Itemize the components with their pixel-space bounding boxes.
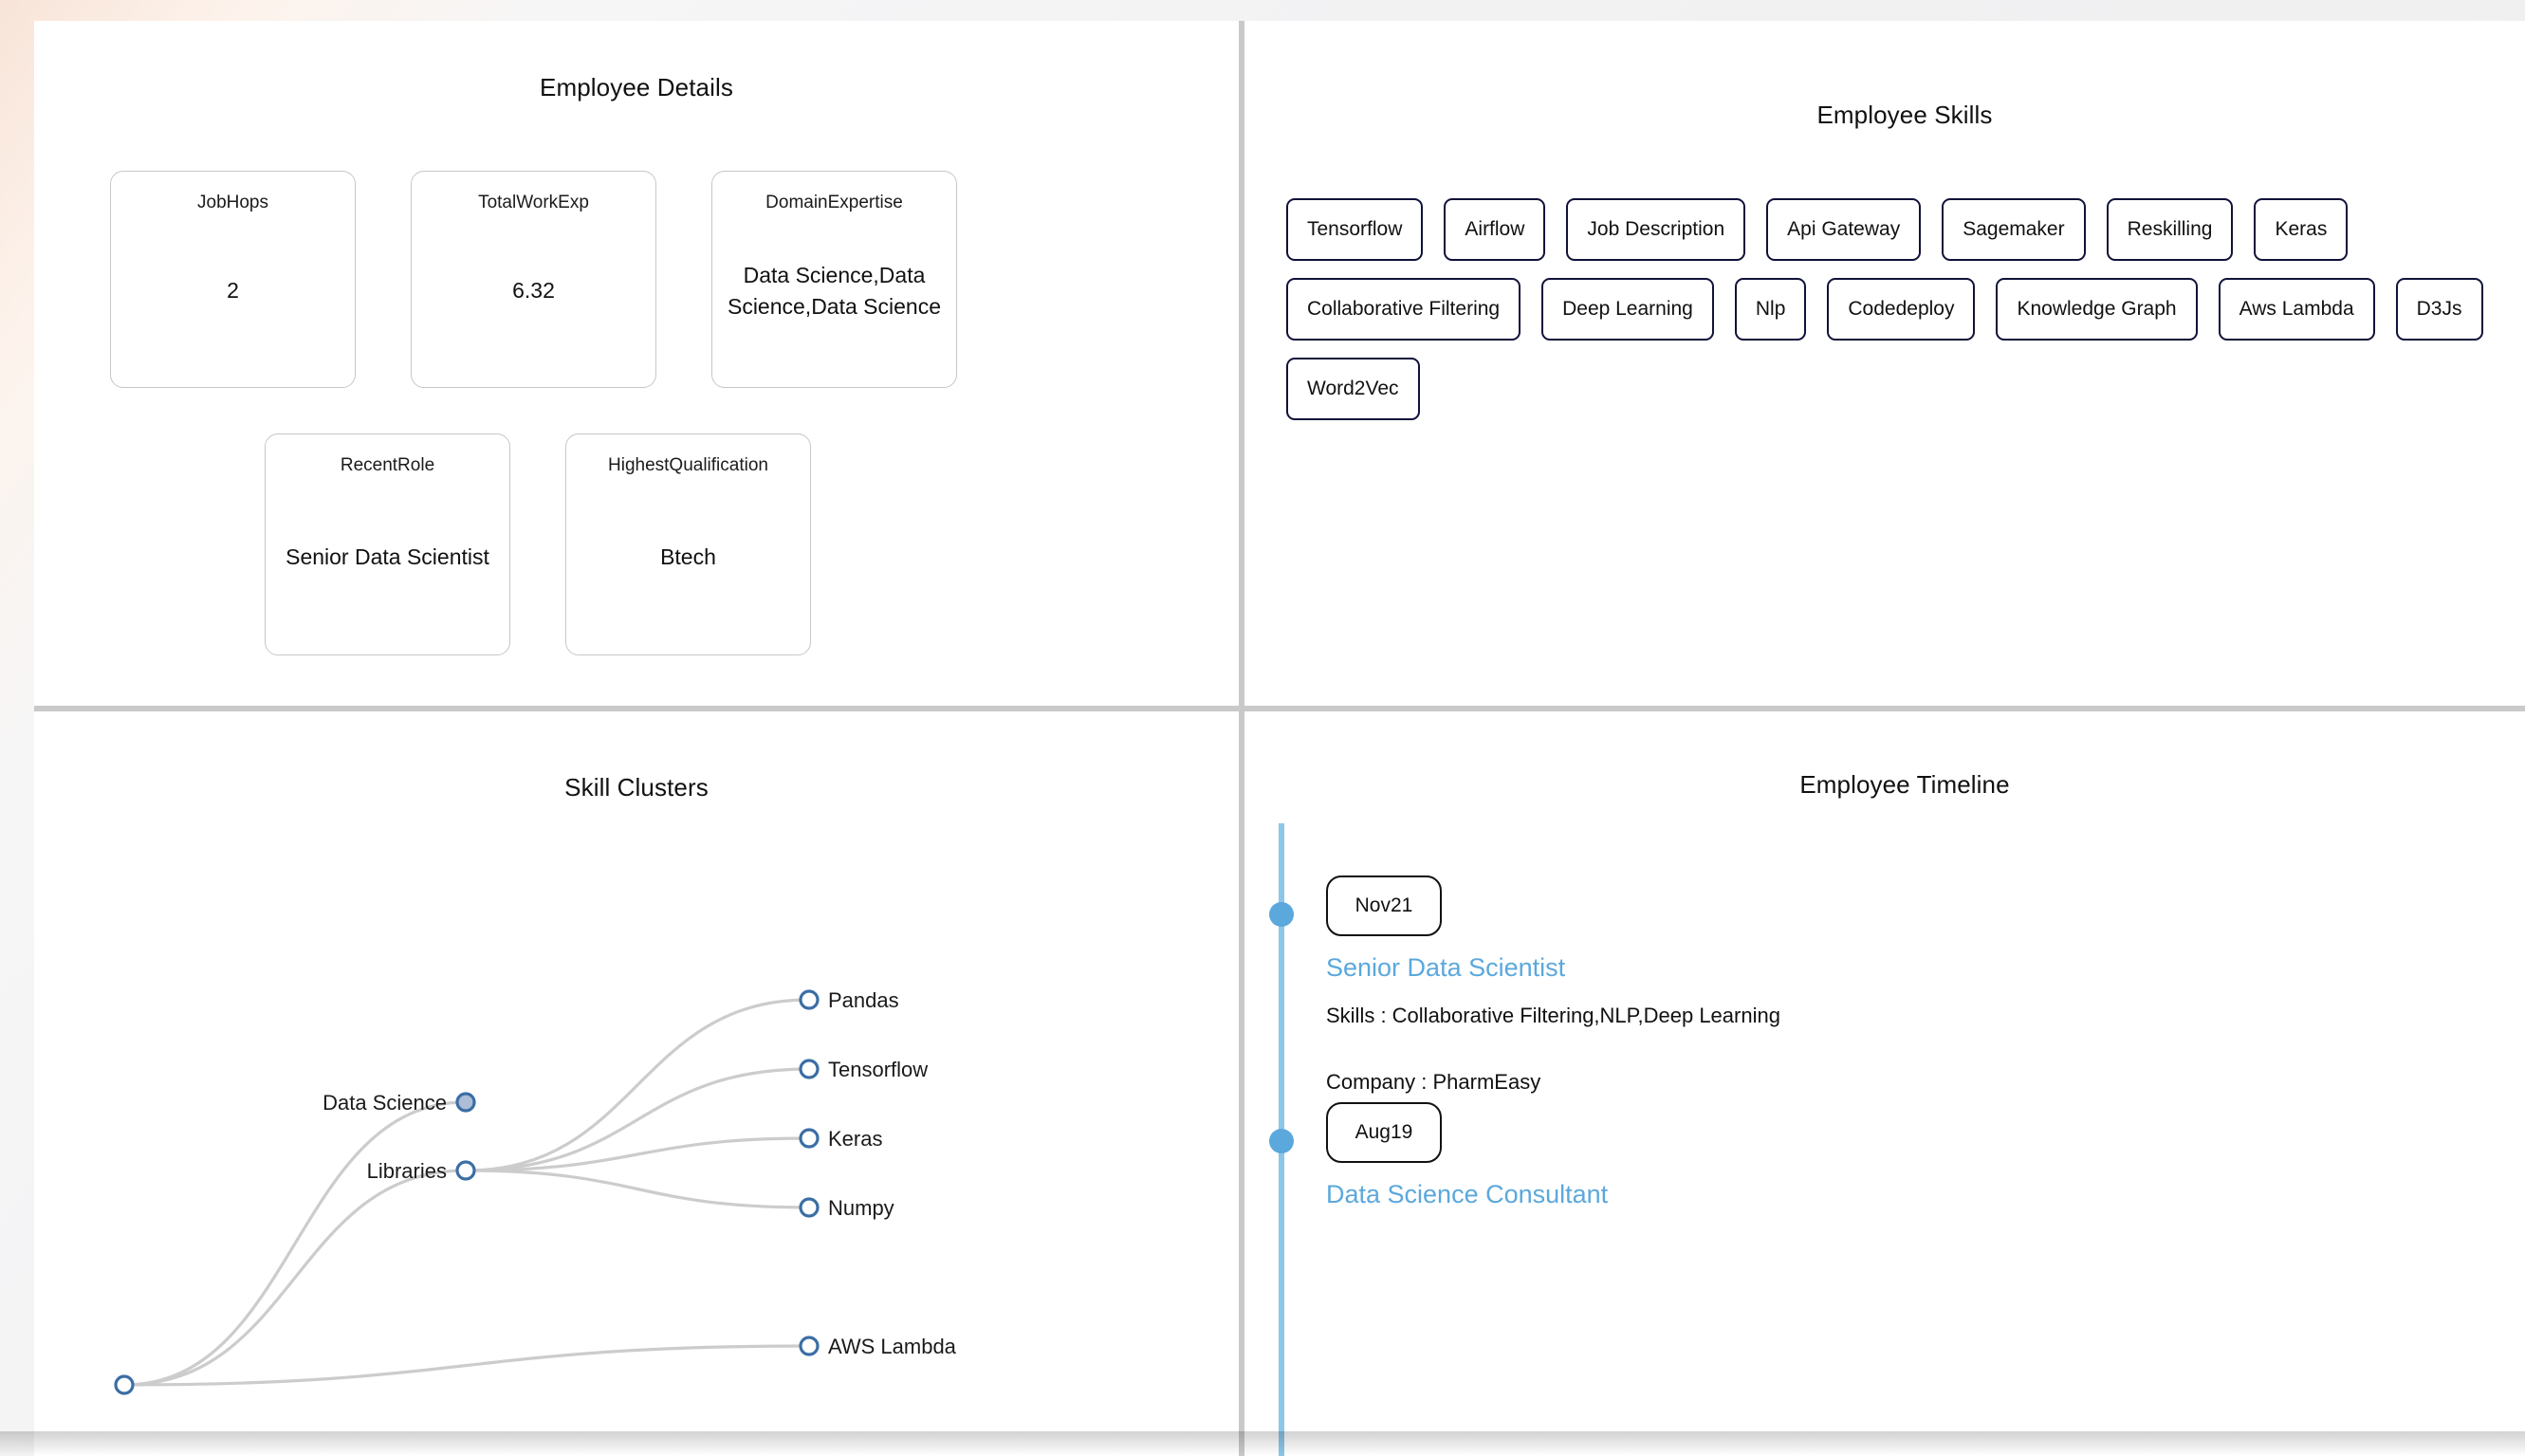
cluster-link <box>123 1344 810 1387</box>
skill-chip[interactable]: Knowledge Graph <box>1996 278 2198 341</box>
skill-chip[interactable]: Word2Vec <box>1286 358 1420 420</box>
timeline-dot[interactable] <box>1269 902 1294 927</box>
dashboard-grid: Employee Details JobHops 2 TotalWorkExp … <box>34 21 2525 1456</box>
detail-card-value: Data Science,Data Science,Data Science <box>727 262 941 320</box>
skill-chip-list: Tensorflow Airflow Job Description Api Gate… <box>1244 198 2525 420</box>
employee-skills-title: Employee Skills <box>1816 101 1993 129</box>
skill-chip[interactable]: Aws Lambda <box>2218 278 2375 341</box>
cluster-node-label: Data Science <box>323 1091 447 1115</box>
timeline-date-badge[interactable]: Nov21 <box>1326 875 1442 936</box>
detail-card-highestqualification[interactable]: HighestQualification Btech <box>565 433 811 655</box>
skill-chip[interactable]: Airflow <box>1444 198 1546 261</box>
cluster-node-label: Libraries <box>367 1159 447 1183</box>
detail-card-value: Senior Data Scientist <box>286 544 489 569</box>
employee-details-title: Employee Details <box>540 73 733 101</box>
cluster-node[interactable] <box>455 1092 476 1113</box>
cluster-link <box>465 1136 810 1172</box>
detail-card-jobhops[interactable]: JobHops 2 <box>110 171 356 388</box>
detail-card-label: DomainExpertise <box>765 193 903 212</box>
cluster-link <box>465 998 810 1172</box>
skill-chip[interactable]: Job Description <box>1566 198 1746 261</box>
detail-card-label: RecentRole <box>340 455 435 475</box>
cluster-node[interactable] <box>799 989 820 1010</box>
cluster-link <box>465 1169 810 1209</box>
skill-clusters-title: Skill Clusters <box>564 773 709 802</box>
skill-chip[interactable]: Keras <box>2254 198 2349 261</box>
panel-employee-details: Employee Details JobHops 2 TotalWorkExp … <box>34 21 1239 706</box>
cluster-node[interactable] <box>799 1197 820 1218</box>
timeline-role[interactable]: Senior Data Scientist <box>1326 953 1566 982</box>
cluster-link <box>465 1067 810 1172</box>
skill-chip[interactable]: Deep Learning <box>1541 278 1714 341</box>
skill-chip[interactable]: Reskilling <box>2106 198 2234 261</box>
detail-card-value: 2 <box>227 277 239 303</box>
detail-card-totalworkexp[interactable]: TotalWorkExp 6.32 <box>411 171 656 388</box>
panel-employee-skills: Employee Skills Tensorflow Airflow Job Des… <box>1244 21 2525 706</box>
cluster-node-label: Numpy <box>828 1196 894 1220</box>
skill-chip[interactable]: Codedeploy <box>1827 278 1976 341</box>
detail-card-row-2: RecentRole Senior Data Scientist Highest… <box>34 433 1239 655</box>
skill-chip[interactable]: Api Gateway <box>1766 198 1922 261</box>
detail-card-label: JobHops <box>197 193 268 212</box>
cluster-node[interactable] <box>455 1160 476 1181</box>
detail-card-value: 6.32 <box>512 277 555 303</box>
cluster-node[interactable] <box>114 1374 135 1395</box>
cluster-link <box>123 1100 467 1387</box>
employee-timeline-title: Employee Timeline <box>1799 770 2010 799</box>
detail-card-row-1: JobHops 2 TotalWorkExp 6.32 DomainExpert… <box>34 171 1239 388</box>
skill-chip[interactable]: Sagemaker <box>1942 198 2086 261</box>
timeline-date-badge[interactable]: Aug19 <box>1326 1102 1442 1163</box>
cluster-link <box>123 1169 467 1387</box>
cluster-node-label: Pandas <box>828 988 899 1012</box>
timeline-skills: Skills : Collaborative Filtering,NLP,Dee… <box>1326 1004 1780 1027</box>
cluster-node[interactable] <box>799 1059 820 1079</box>
cluster-node-label: AWS Lambda <box>828 1335 957 1358</box>
detail-card-label: HighestQualification <box>608 455 768 475</box>
detail-card-value: Btech <box>660 544 716 569</box>
timeline-role[interactable]: Data Science Consultant <box>1326 1180 1609 1208</box>
timeline-dot[interactable] <box>1269 1129 1294 1153</box>
cluster-node-label: Tensorflow <box>828 1058 928 1081</box>
detail-card-label: TotalWorkExp <box>478 193 589 212</box>
cluster-node[interactable] <box>799 1336 820 1356</box>
skill-chip[interactable]: Tensorflow <box>1286 198 1424 261</box>
cluster-node[interactable] <box>799 1128 820 1149</box>
skill-chip[interactable]: Collaborative Filtering <box>1286 278 1521 341</box>
skill-chip[interactable]: Nlp <box>1734 278 1807 341</box>
detail-card-domainexpertise[interactable]: DomainExpertise Data Science,Data Scienc… <box>711 171 957 388</box>
cluster-node-label: Keras <box>828 1127 882 1151</box>
timeline-company: Company : PharmEasy <box>1326 1070 1541 1094</box>
detail-card-recentrole[interactable]: RecentRole Senior Data Scientist <box>265 433 510 655</box>
skill-chip[interactable]: D3Js <box>2395 278 2483 341</box>
